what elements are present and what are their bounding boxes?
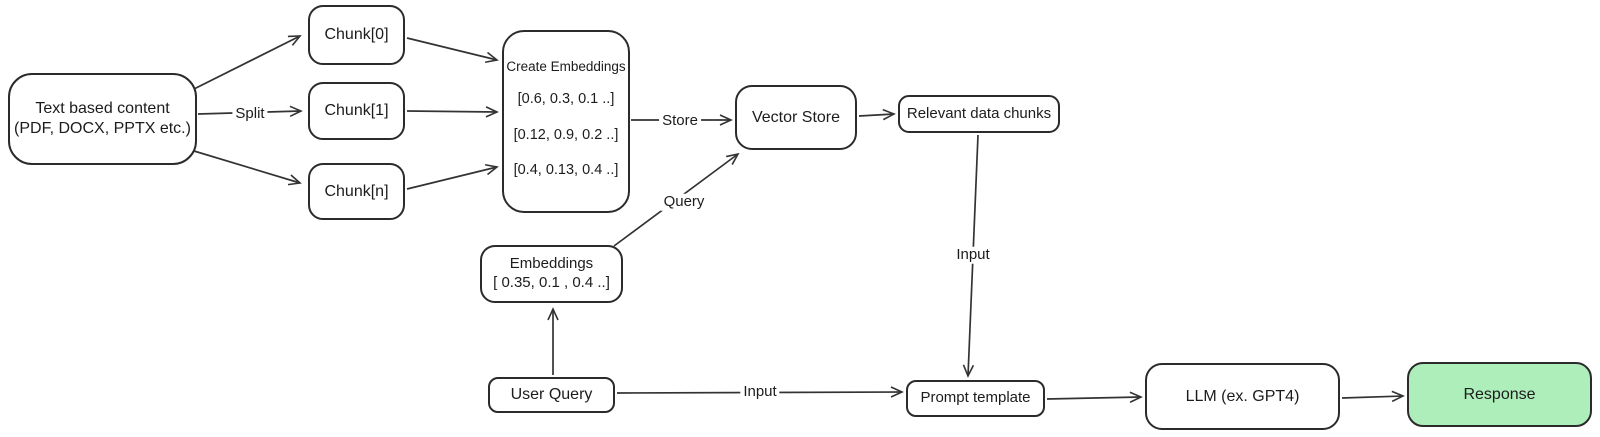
node-label: Chunk[n] (324, 182, 389, 200)
node-label: LLM (ex. GPT4) (1185, 387, 1300, 405)
edge-label-input-relevant-chunks: Input (953, 246, 993, 264)
arrow-vectorstore-to-relevant (858, 108, 896, 121)
node-chunk-1: Chunk[1] (308, 82, 405, 140)
embedding-vector: [ 0.35, 0.1 , 0.4 ..] (493, 274, 610, 291)
embedding-vector: [0.12, 0.9, 0.2 ..] (513, 127, 619, 143)
edge-label-split: Split (232, 105, 268, 123)
node-label: (PDF, DOCX, PPTX etc.) (14, 120, 191, 137)
arrow-content-to-chunk0 (193, 35, 302, 90)
node-chunk-0: Chunk[0] (308, 5, 405, 65)
arrow-chunk0-to-embeddings (406, 37, 499, 64)
node-label: Text based content (35, 100, 170, 117)
node-label: Response (1463, 385, 1536, 403)
node-label: User Query (510, 386, 593, 403)
arrow-content-to-chunkn (193, 150, 302, 186)
edge-label-store: Store (659, 112, 701, 130)
node-create-embeddings: Create Embeddings [0.6, 0.3, 0.1 ..] [0.… (502, 30, 630, 213)
node-query-embeddings: Embeddings [ 0.35, 0.1 , 0.4 ..] (480, 245, 623, 303)
node-label: Embeddings (509, 255, 594, 273)
node-response: Response (1407, 362, 1592, 427)
node-label: Chunk[0] (324, 26, 389, 43)
arrow-prompt-to-llm (1046, 391, 1143, 403)
node-label: Relevant data chunks (906, 104, 1052, 122)
node-user-query: User Query (488, 377, 615, 413)
node-prompt-template: Prompt template (906, 380, 1045, 417)
node-label: Chunk[1] (324, 102, 389, 119)
node-label: Prompt template (920, 389, 1031, 407)
node-relevant-data-chunks: Relevant data chunks (898, 95, 1060, 133)
node-llm: LLM (ex. GPT4) (1145, 363, 1340, 430)
node-vector-store: Vector Store (735, 85, 857, 150)
node-title: Create Embeddings (506, 59, 626, 74)
arrow-chunk1-to-embeddings (406, 106, 499, 118)
arrow-chunkn-to-embeddings (406, 163, 499, 190)
node-label: Vector Store (751, 108, 841, 126)
embedding-vector: [0.6, 0.3, 0.1 ..] (517, 90, 615, 107)
arrow-llm-to-response (1341, 390, 1405, 403)
edge-label-input-user-query: Input (740, 383, 780, 401)
edge-label-query: Query (660, 193, 708, 211)
embedding-vector: [0.4, 0.13, 0.4 ..] (513, 162, 619, 179)
node-chunk-n: Chunk[n] (308, 163, 405, 220)
node-text-based-content: Text based content (PDF, DOCX, PPTX etc.… (8, 73, 197, 165)
